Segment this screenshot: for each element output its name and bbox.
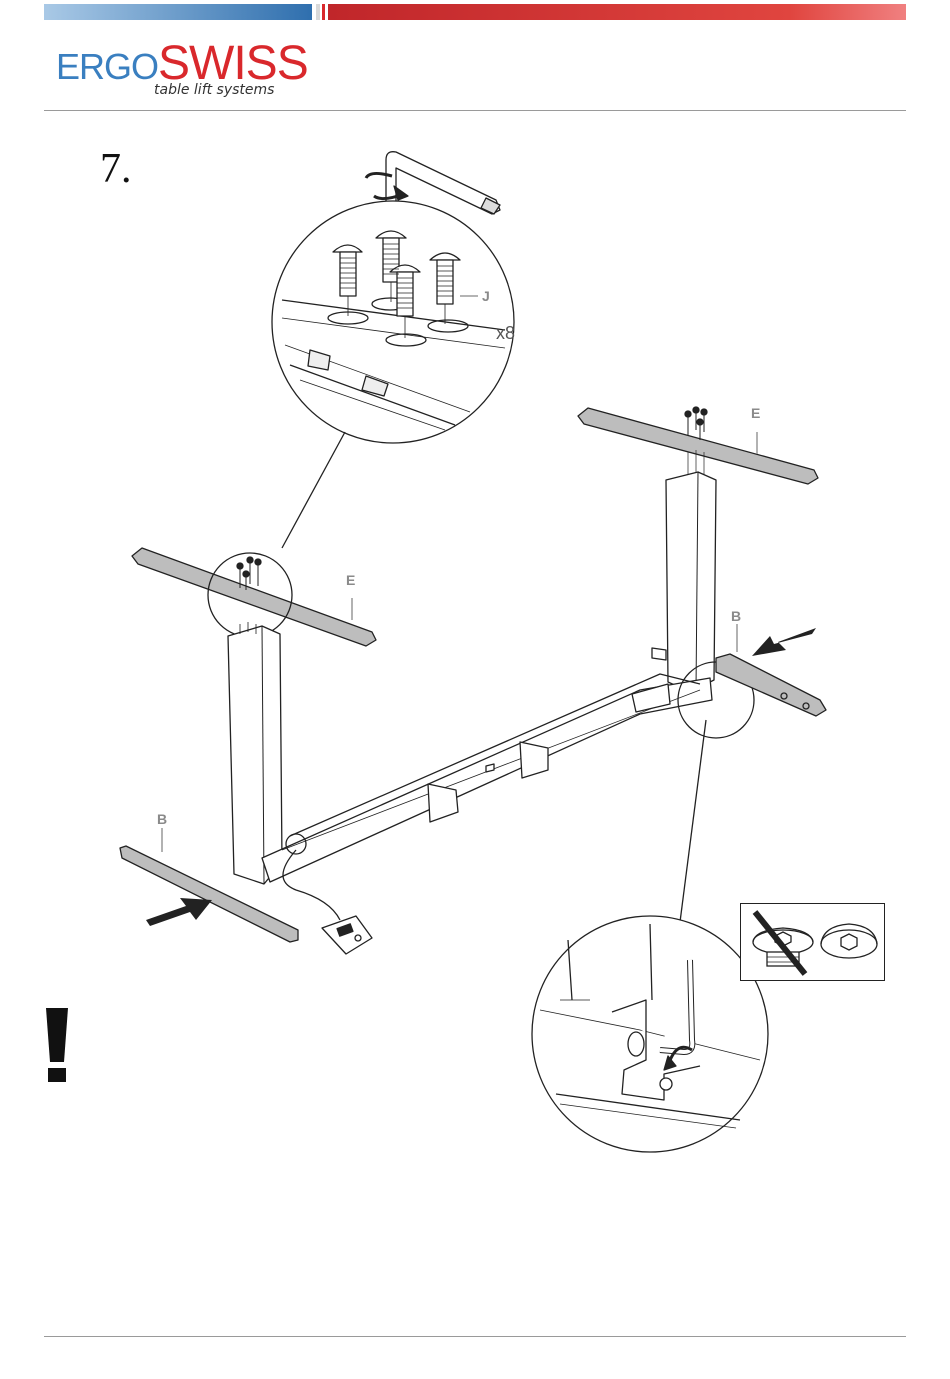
foot-right	[716, 624, 826, 716]
exclamation-mark-icon	[44, 1008, 70, 1082]
part-label-j: J	[482, 289, 490, 303]
part-label-b-right: B	[731, 609, 741, 623]
part-label-b-left: B	[157, 812, 167, 826]
footer-divider	[44, 1336, 906, 1337]
detail-circle-screws	[272, 201, 514, 443]
leg-column-left	[228, 622, 282, 884]
frame-crossbar	[262, 648, 754, 882]
screw-quantity: x8	[496, 324, 515, 342]
detail-circle-foot	[532, 916, 768, 1152]
round-head-screw-icon	[821, 924, 877, 958]
part-label-e-left: E	[346, 573, 355, 587]
crossed-out-screw-icon	[753, 912, 813, 974]
part-label-e-right: E	[751, 406, 760, 420]
leg-column-right	[666, 472, 716, 692]
screw-comparison-inset	[740, 903, 885, 981]
